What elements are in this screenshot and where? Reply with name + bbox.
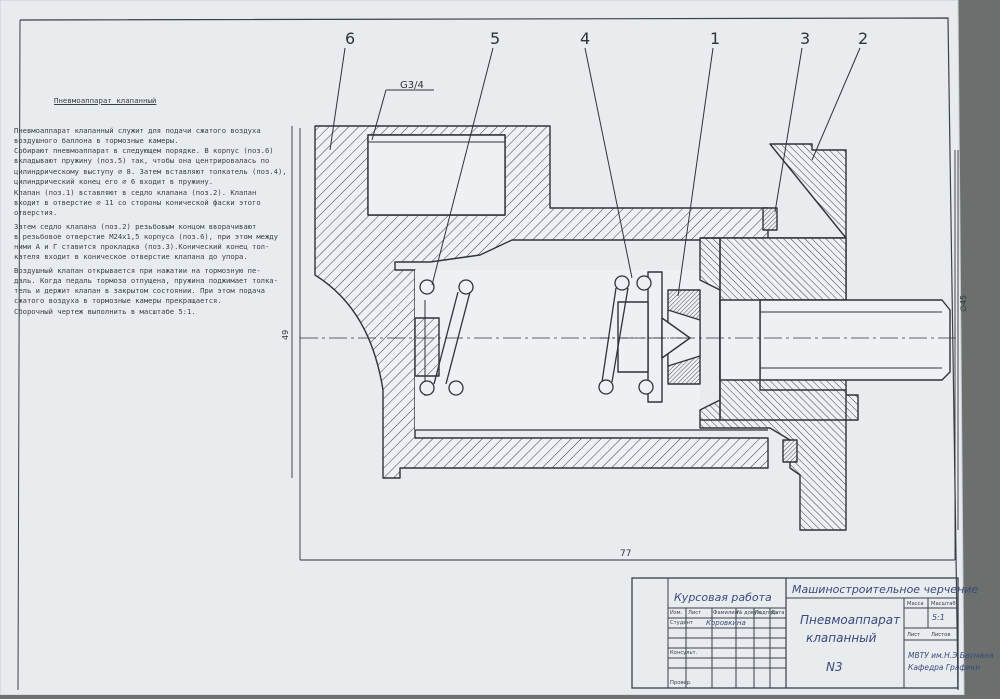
description-title: Пневмоаппарат клапанный	[54, 96, 157, 105]
description-line: ними А и Г ставится прокладка (поз.3).Ко…	[14, 242, 270, 251]
description-line: Затем седло клапана (поз.2) резьбовым ко…	[14, 222, 257, 231]
description-line: Пневмоаппарат клапанный служит для подач…	[14, 126, 261, 135]
leader-lines	[329, 47, 861, 297]
gasket-part-3	[762, 207, 778, 231]
hdr-doc: № докум.	[737, 610, 763, 616]
sheets-label: Листов	[931, 632, 950, 638]
description-line: отверстия.	[14, 208, 58, 217]
description-line: сжатого воздуха в тормозные камеры прекр…	[14, 296, 222, 305]
role-student: Студент	[670, 620, 693, 626]
description-line: тель и держит клапан в закрытом состояни…	[14, 286, 265, 295]
title-block	[631, 577, 959, 689]
description-line: входит в отверстие ∅ 11 со стороны конич…	[14, 198, 261, 207]
hdr-sign: Подпись	[755, 610, 778, 616]
dim-height: 49	[281, 330, 290, 340]
dim-overall-length: 77	[620, 549, 631, 559]
callout-5: 5	[490, 29, 500, 48]
org-line-1: МВТУ им.Н.Э.Баумана	[908, 651, 994, 660]
course-work-label: Курсовая работа	[674, 591, 772, 604]
hdr-date: Дата	[771, 610, 784, 616]
description-line: даль. Когда педаль тормоза отпущена, пру…	[14, 276, 278, 285]
pusher-part-4	[600, 271, 691, 403]
description-line: цилиндрический конец его ∅ 6 входит в пр…	[14, 177, 214, 186]
callout-1: 1	[710, 29, 720, 48]
description-line: воздушного баллона в тормозные камеры.	[14, 136, 179, 145]
description-line: цилиндрическому выступу ∅ 8. Затем встав…	[14, 167, 287, 176]
description-line: Воздушный клапан открывается при нажатии…	[14, 266, 261, 275]
hdr-izm: Изм.	[670, 610, 683, 616]
discipline-label: Машиностроительное черчение	[792, 583, 978, 596]
callout-6: 6	[345, 29, 355, 48]
role-checked: Провер.	[670, 680, 692, 686]
description-line: Клапан (поз.1) вставляют в седло клапана…	[14, 188, 257, 197]
product-name-2: клапанный	[806, 631, 877, 645]
mass-label: Масса	[907, 601, 924, 607]
description-line: Сборочный чертеж выполнить в масштабе 5:…	[14, 307, 196, 316]
callout-4: 4	[580, 29, 590, 48]
hdr-list: Лист	[688, 610, 701, 616]
student-name: Коровкина	[706, 619, 746, 627]
spring-part-5	[419, 275, 654, 396]
callout-3: 3	[800, 29, 810, 48]
product-name-1: Пневмоаппарат	[800, 613, 901, 627]
org-line-2: Кафедра Графики	[908, 663, 980, 672]
role-consultant: Консульт.	[670, 650, 698, 656]
hdr-surname: Фамилия	[713, 610, 738, 616]
description-line: в резьбовое отверстие М24х1,5 корпуса (п…	[14, 232, 278, 241]
dimension-lines	[291, 126, 959, 561]
sheet-number: N3	[826, 660, 843, 674]
scale-value: 5:1	[932, 613, 945, 622]
callout-2: 2	[858, 29, 868, 48]
description-line: вкладывают пружину (поз.5) так, чтобы он…	[14, 156, 270, 165]
thread-label: G3/4	[400, 80, 424, 91]
section-view	[300, 125, 960, 531]
description-line: Собирают пневмоаппарат в следующем поряд…	[14, 146, 274, 155]
description-line: кателя входит в коническое отверстие кла…	[14, 252, 248, 261]
sheet-label: Лист	[907, 632, 920, 638]
scale-label: Масштаб	[931, 601, 956, 607]
dim-right-diameter: ∅45	[959, 295, 968, 312]
